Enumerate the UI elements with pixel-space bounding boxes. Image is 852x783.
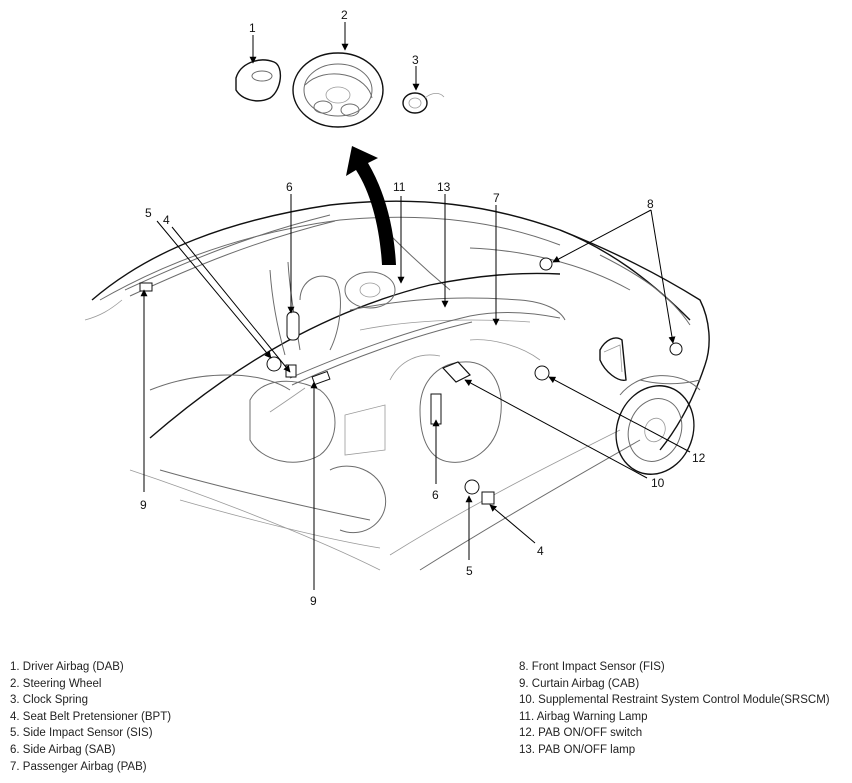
legend-item: 12. PAB ON/OFF switch [519, 727, 643, 740]
callout-9-lower: 9 [310, 594, 317, 608]
callout-10: 10 [651, 476, 665, 490]
legend-item: 8. Front Impact Sensor (FIS) [519, 661, 665, 673]
legend-item: 7. Passenger Airbag (PAB) [10, 760, 147, 773]
legend-left-column: 1. Driver Airbag (DAB) 2. Steering Wheel… [10, 659, 171, 775]
callout-numbers: 1 2 3 6 11 13 7 8 5 4 12 10 6 9 4 5 9 [140, 8, 706, 608]
callout-4-lower: 4 [537, 544, 544, 558]
legend-item: 4. Seat Belt Pretensioner (BPT) [10, 710, 172, 723]
callout-8: 8 [647, 197, 654, 211]
callout-2: 2 [341, 8, 348, 22]
callout-4-upper: 4 [163, 213, 170, 227]
callout-12: 12 [692, 451, 706, 465]
airbag-system-component-diagram: 1 2 3 6 11 13 7 8 5 4 12 10 6 9 4 5 9 [84, 8, 710, 608]
assembly-arrow [346, 146, 396, 265]
callout-1: 1 [249, 21, 256, 35]
callout-6-upper: 6 [286, 180, 293, 194]
legend-item: 11. Airbag Warning Lamp [519, 710, 648, 723]
legend-right-column: 8. Front Impact Sensor (FIS) 9. Curtain … [519, 659, 830, 759]
clock-spring-drawing [402, 92, 445, 114]
callout-7: 7 [493, 191, 500, 205]
legend-item: 3. Clock Spring [10, 694, 88, 707]
callout-5-lower: 5 [466, 564, 473, 578]
leader-lines [140, 22, 691, 590]
steering-wheel-drawing [292, 52, 384, 128]
driver-airbag-drawing [235, 59, 281, 102]
callout-6-lower: 6 [432, 488, 439, 502]
legend-item: 13. PAB ON/OFF lamp [519, 743, 636, 756]
callout-13: 13 [437, 180, 451, 194]
legend-item: 2. Steering Wheel [10, 677, 102, 690]
callout-3: 3 [412, 53, 419, 67]
callout-9-left: 9 [140, 498, 147, 512]
legend-item: 5. Side Impact Sensor (SIS) [10, 727, 153, 740]
legend-item: 10. Supplemental Restraint System Contro… [519, 694, 830, 707]
legend-item: 1. Driver Airbag (DAB) [10, 661, 124, 673]
car-body-drawing [84, 200, 710, 571]
legend-item: 9. Curtain Airbag (CAB) [519, 677, 640, 690]
component-markers [139, 257, 683, 505]
legend-item: 6. Side Airbag (SAB) [10, 743, 116, 756]
callout-11: 11 [393, 180, 406, 194]
callout-5-upper: 5 [145, 206, 152, 220]
